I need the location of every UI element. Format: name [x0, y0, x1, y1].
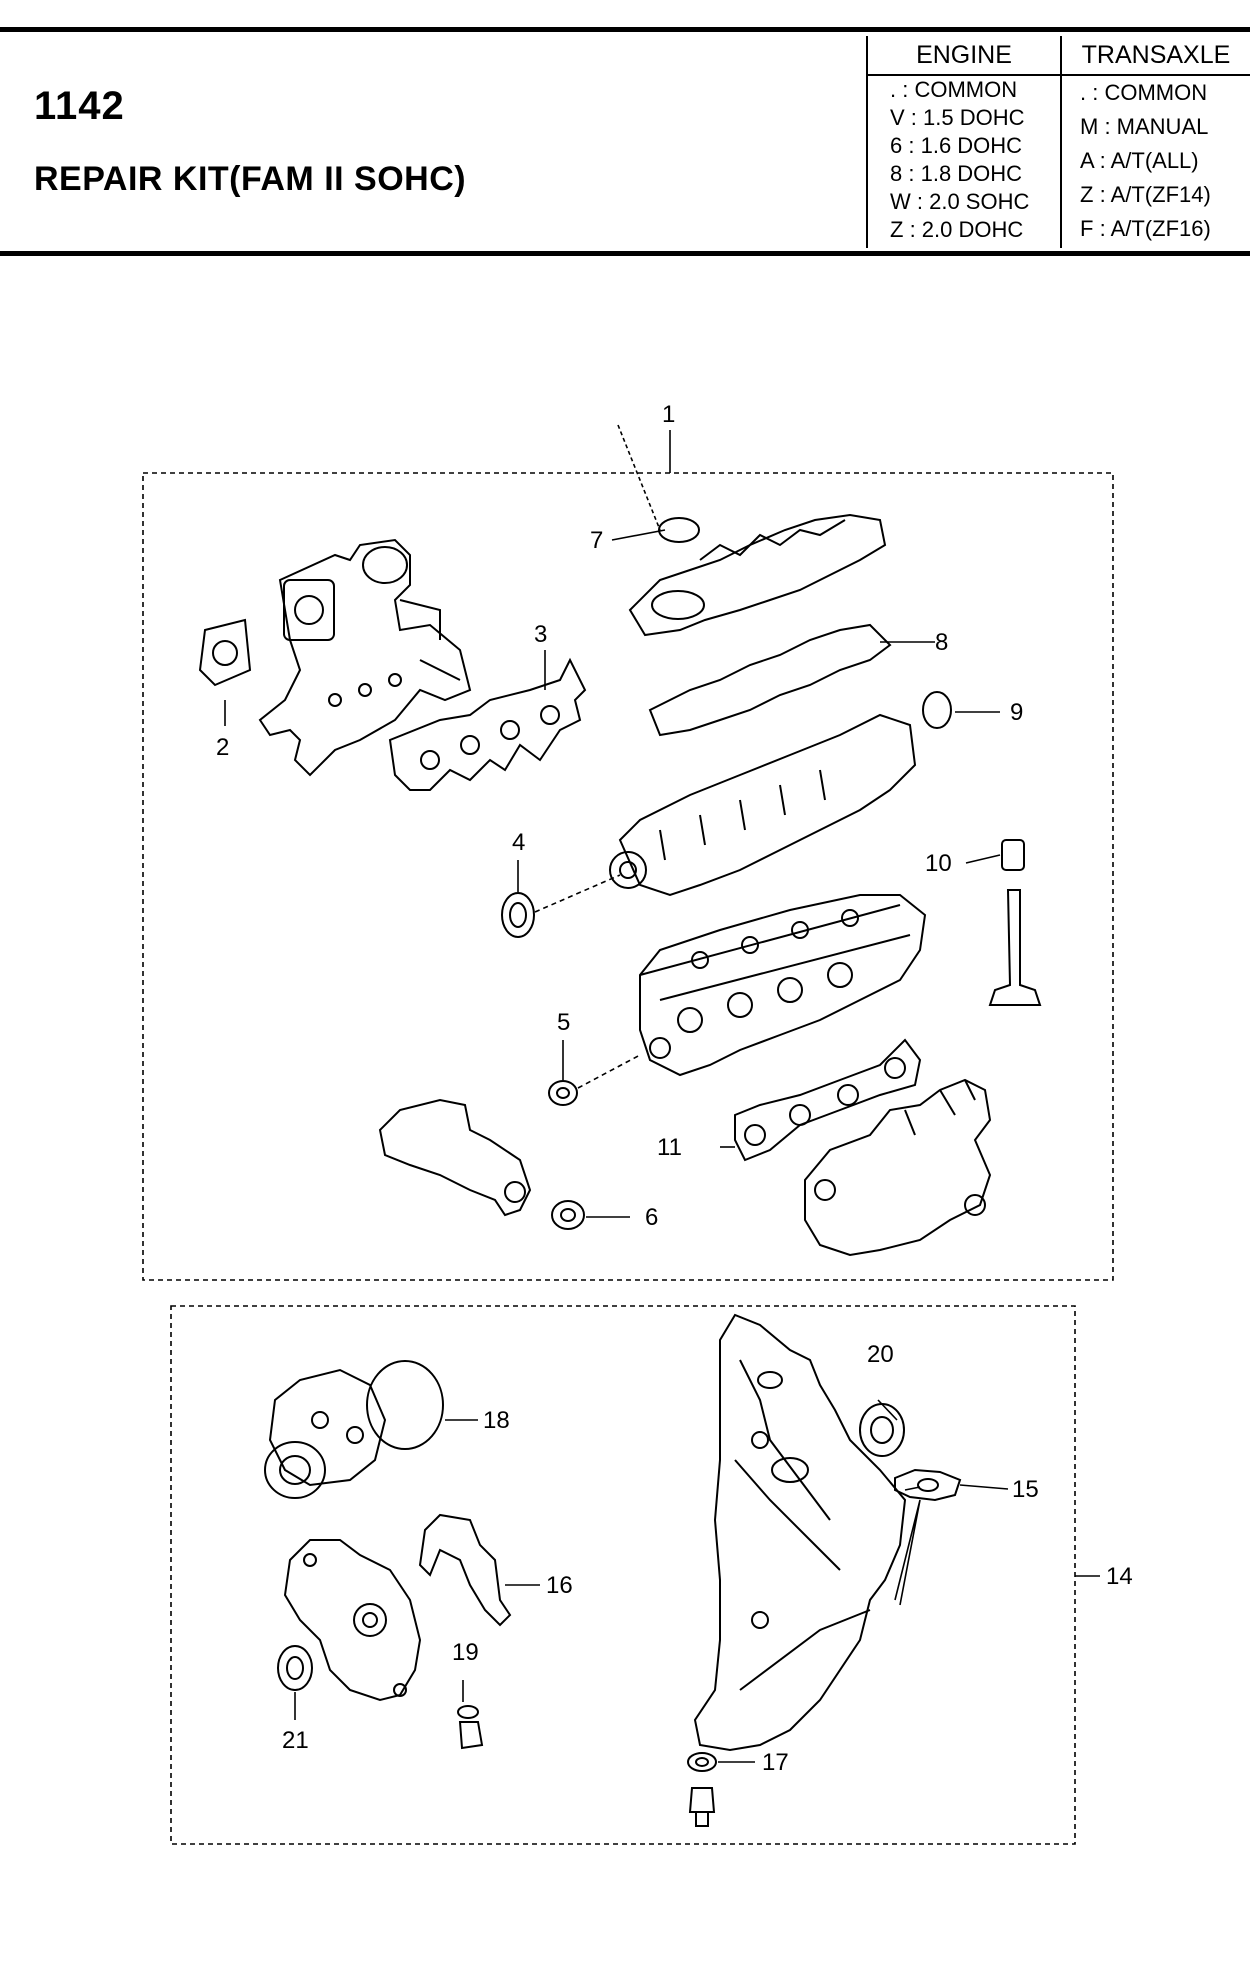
callout-14: 14 — [1106, 1563, 1133, 1590]
intake-manifold-gasket — [388, 657, 587, 791]
title-block: 1142 REPAIR KIT(FAM II SOHC) ENGINE . : … — [0, 0, 1250, 260]
callout-21: 21 — [282, 1727, 309, 1754]
callout-3: 3 — [534, 621, 547, 648]
water-pump — [264, 1368, 387, 1499]
legend-row: 8 : 1.8 DOHC — [890, 161, 1023, 186]
callout-19: 19 — [452, 1639, 479, 1666]
legend-label: A/T(ALL) — [1110, 148, 1199, 173]
camshaft-cover — [628, 513, 887, 637]
pickup-tube-gasket — [894, 1468, 962, 1502]
legend-label: 2.0 SOHC — [929, 189, 1030, 214]
exhaust-manifold-gasket — [734, 1038, 922, 1162]
rear-main-seal — [859, 1403, 905, 1457]
camshaft-cover-gasket — [648, 623, 892, 737]
legend-code: F — [1080, 216, 1094, 241]
drain-plug — [457, 1705, 484, 1750]
callout-6: 6 — [645, 1204, 658, 1231]
callout-2: 2 — [216, 734, 229, 761]
legend-row: . : COMMON — [1080, 80, 1208, 105]
camshaft-housing — [609, 713, 917, 897]
drain-plug-washer — [687, 1752, 717, 1772]
legend-row: W : 2.0 SOHC — [890, 189, 1030, 214]
o-ring — [922, 691, 952, 729]
legend-row: Z : A/T(ZF14) — [1080, 182, 1211, 207]
callout-20: 20 — [867, 1341, 894, 1368]
water-pump-o-ring — [366, 1360, 444, 1450]
legend-label: COMMON — [914, 77, 1018, 102]
legend-label: 1.8 DOHC — [920, 161, 1023, 186]
callout-18: 18 — [483, 1407, 510, 1434]
callout-17: 17 — [762, 1749, 789, 1776]
legend-row: . : COMMON — [890, 77, 1018, 102]
legend-label: 1.6 DOHC — [920, 133, 1023, 158]
legend-code: A — [1080, 148, 1094, 173]
legend-transaxle-heading: TRANSAXLE — [1062, 36, 1250, 76]
callout-9: 9 — [1010, 699, 1023, 726]
valve — [988, 889, 1042, 1006]
legend-code: . — [890, 77, 897, 102]
top-rule — [0, 27, 1250, 32]
oil-pan — [693, 1313, 907, 1752]
legend-code: V — [890, 105, 905, 130]
thermostat-housing — [378, 1098, 532, 1217]
legend-label: 1.5 DOHC — [923, 105, 1025, 130]
diagram-canvas: 1 2 3 4 5 6 7 8 9 10 11 14 15 16 17 18 1… — [142, 401, 1133, 1845]
throttle-body-gasket — [198, 618, 252, 687]
oil-pump — [283, 1539, 422, 1702]
callout-labels: 1 2 3 4 5 6 7 8 9 10 11 14 15 16 17 18 1… — [216, 401, 1133, 1776]
legend-code: 8 — [890, 161, 903, 186]
legend-table: ENGINE . : COMMON V : 1.5 DOHC 6 : 1.6 D… — [866, 36, 1250, 248]
oil-pump-gasket — [418, 1513, 512, 1627]
legend-row: 6 : 1.6 DOHC — [890, 133, 1023, 158]
exploded-parts-diagram: 1 2 3 4 5 6 7 8 9 10 11 14 15 16 17 18 1… — [0, 260, 1250, 1980]
exhaust-manifold — [804, 1078, 992, 1257]
legend-code: Z — [890, 217, 904, 242]
legend-row: V : 1.5 DOHC — [890, 105, 1025, 130]
page-title: REPAIR KIT(FAM II SOHC) — [34, 160, 467, 198]
legend-engine-heading: ENGINE — [868, 36, 1060, 76]
legend-code: 6 — [890, 133, 903, 158]
callout-11: 11 — [657, 1134, 682, 1161]
callout-8: 8 — [935, 629, 948, 656]
oil-pan-drain-plug — [688, 1787, 716, 1827]
callout-16: 16 — [546, 1572, 573, 1599]
legend-code: Z — [1080, 182, 1094, 207]
bottom-rule — [0, 251, 1250, 256]
callout-4: 4 — [512, 829, 525, 856]
callout-10: 10 — [925, 850, 952, 877]
legend-label: A/T(ZF16) — [1110, 216, 1211, 241]
upper-kit-boundary — [142, 472, 1114, 1281]
seal-ring — [548, 1080, 578, 1106]
seal-ring — [551, 1200, 585, 1230]
legend-code: M — [1080, 114, 1099, 139]
cylinder-head — [639, 894, 927, 1077]
crankshaft-seal — [277, 1645, 313, 1691]
callout-1: 1 — [662, 401, 675, 428]
legend-label: COMMON — [1104, 80, 1208, 105]
leader-lines — [224, 424, 1100, 1763]
part-number: 1142 — [34, 84, 125, 128]
legend-row: M : MANUAL — [1080, 114, 1209, 139]
legend-row: A : A/T(ALL) — [1080, 148, 1199, 173]
camshaft-seal — [501, 892, 535, 938]
legend-label: MANUAL — [1116, 114, 1209, 139]
legend-transaxle-column: TRANSAXLE . : COMMON M : MANUAL A : A/T(… — [1062, 36, 1250, 248]
oil-filler-seal — [658, 517, 700, 543]
callout-5: 5 — [557, 1009, 570, 1036]
intake-manifold — [258, 538, 472, 777]
callout-15: 15 — [1012, 1476, 1039, 1503]
legend-code: . — [1080, 80, 1087, 105]
legend-label: A/T(ZF14) — [1110, 182, 1211, 207]
legend-label: 2.0 DOHC — [921, 217, 1024, 242]
legend-code: W — [890, 189, 911, 214]
valve-stem-seal — [1001, 839, 1025, 871]
lower-kit-boundary — [170, 1305, 1076, 1845]
legend-engine-column: ENGINE . : COMMON V : 1.5 DOHC 6 : 1.6 D… — [868, 36, 1062, 248]
legend-row: Z : 2.0 DOHC — [890, 217, 1024, 242]
callout-7: 7 — [590, 527, 603, 554]
legend-row: F : A/T(ZF16) — [1080, 216, 1211, 241]
